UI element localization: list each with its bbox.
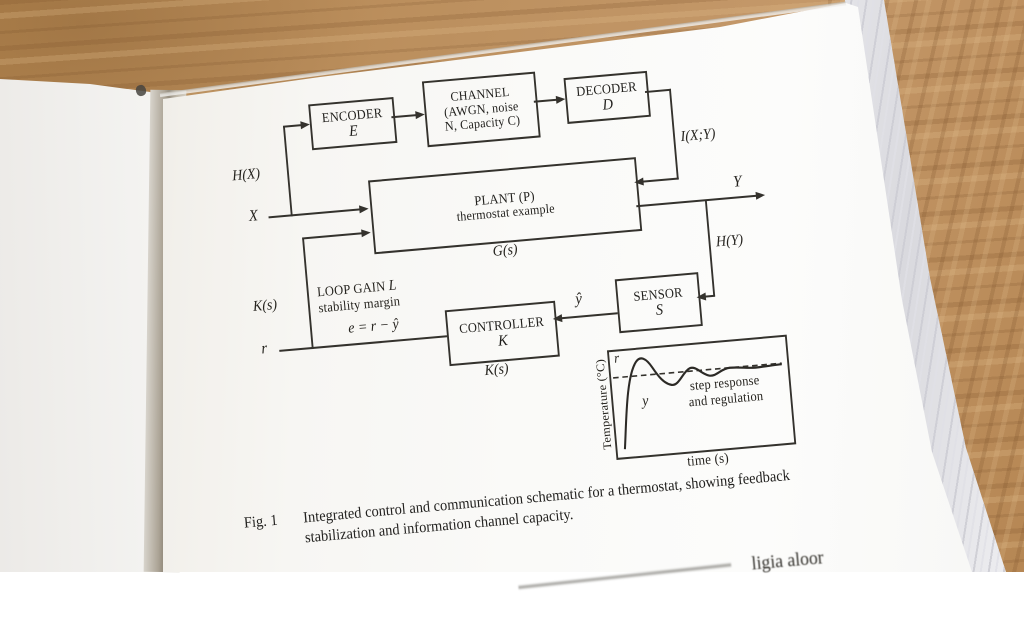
- decoder-block: DECODER D: [563, 70, 651, 124]
- arrow-into-plant-right: [633, 177, 644, 186]
- decoder-output-line: [644, 88, 672, 94]
- loop-vertical-line: [302, 238, 314, 350]
- x-to-encoder-vertical-line: [283, 126, 293, 217]
- inset-plot-frame: [606, 334, 797, 460]
- arrow-into-decoder: [555, 94, 566, 104]
- plot-curve-label: y: [641, 392, 650, 410]
- figure-1-page-content: ENCODER E CHANNEL (AWGN, noise N, Capaci…: [186, 14, 925, 632]
- label-ixy: I(X;Y): [680, 126, 717, 146]
- step-response-plot: [613, 357, 782, 450]
- label-x: X: [248, 207, 259, 226]
- plant-output-line: [636, 194, 757, 208]
- loop-gain-variable: L: [388, 277, 398, 295]
- figure-caption-tag: Fig. 1: [243, 511, 279, 532]
- arrow-into-encoder: [300, 119, 311, 129]
- sensor-block: SENSOR S: [614, 272, 703, 334]
- photo-of-book-on-desk: { "figure": { "caption": { "tag": "Fig. …: [0, 0, 1024, 589]
- arrow-into-controller: [552, 313, 563, 323]
- cutoff-text-fragment: ligia aloor: [750, 547, 825, 575]
- plant-subtitle: thermostat example: [456, 200, 556, 225]
- step-response-curve: [623, 357, 782, 450]
- label-r: r: [260, 340, 268, 358]
- arrow-x-into-plant: [358, 204, 369, 213]
- label-hx: H(X): [231, 165, 261, 185]
- arrow-into-sensor: [696, 292, 707, 301]
- hy-vertical-line: [704, 200, 716, 296]
- decoder-symbol: D: [601, 95, 614, 114]
- ixy-vertical-line: [669, 88, 679, 180]
- x-input-line: [268, 208, 361, 219]
- book-right-page: [163, 3, 972, 572]
- encoder-block: ENCODER E: [308, 97, 398, 151]
- arrow-y-output: [755, 190, 766, 200]
- label-hy: H(Y): [715, 232, 744, 251]
- book-left-page: [0, 79, 167, 572]
- label-ks-loop: K(s): [252, 296, 278, 316]
- arrow-into-channel: [415, 109, 426, 119]
- channel-block: CHANNEL (AWGN, noise N, Capacity C): [421, 71, 541, 148]
- loop-to-plant-line: [302, 232, 363, 240]
- sensor-to-controller-line: [561, 312, 618, 320]
- ixy-feedback-line: [642, 177, 679, 183]
- controller-block: CONTROLLER K: [444, 300, 560, 367]
- arrow-loop-into-plant: [361, 228, 372, 237]
- label-y-output: Y: [732, 173, 743, 191]
- reference-error-line: [279, 335, 448, 352]
- label-yhat: ŷ: [574, 290, 583, 308]
- label-error-equation: e = r − ŷ: [347, 316, 400, 337]
- sensor-input-line: [704, 294, 716, 298]
- plant-transfer-label: G(s): [492, 241, 519, 260]
- sensor-symbol: S: [655, 301, 664, 319]
- encoder-input-line: [282, 124, 302, 128]
- controller-transfer-label: K(s): [483, 361, 510, 380]
- plant-block: PLANT (P) thermostat example: [368, 157, 643, 255]
- cutoff-text-line: [518, 563, 732, 589]
- encoder-to-channel-line: [391, 114, 417, 119]
- encoder-symbol: E: [348, 122, 359, 140]
- controller-symbol: K: [497, 331, 509, 350]
